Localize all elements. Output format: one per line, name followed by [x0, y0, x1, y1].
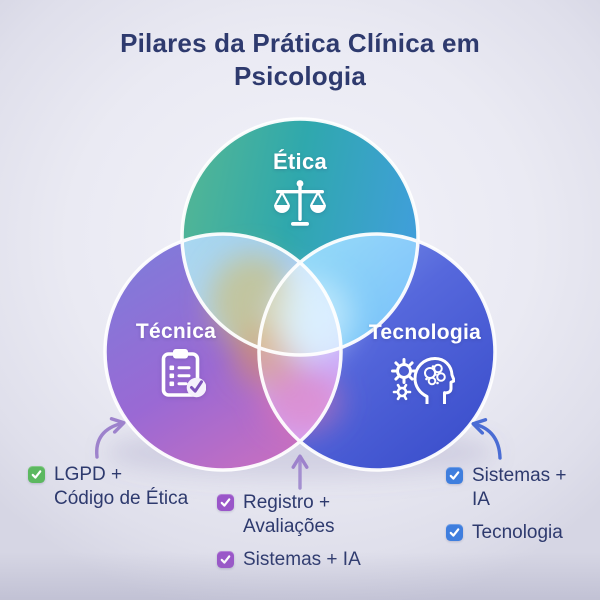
- list-item: Registro +Avaliações: [217, 491, 361, 539]
- annotation-center-overlap: Registro +Avaliações Sistemas + IA: [217, 491, 361, 572]
- list-item: LGPD +Código de Ética: [28, 463, 188, 511]
- bottom-vignette: [0, 552, 600, 600]
- label-technique: Técnica: [135, 320, 217, 343]
- list-item: Sistemas + IA: [217, 548, 361, 572]
- clipboard-check-icon: [160, 347, 207, 404]
- checkmark-icon: [217, 493, 234, 511]
- annotation-text: Sistemas + IA: [243, 548, 361, 572]
- checkmark-icon: [446, 523, 463, 541]
- head-gears-icon: [391, 350, 456, 409]
- arrow-to-technology: [471, 418, 502, 460]
- annotation-technique: LGPD +Código de Ética: [28, 463, 188, 511]
- arrow-to-technique: [95, 417, 126, 459]
- list-item: Sistemas +IA: [446, 464, 567, 512]
- annotation-text: Tecnologia: [472, 522, 563, 543]
- checkmark-icon: [217, 550, 234, 568]
- annotation-text: Sistemas +IA: [472, 465, 567, 510]
- checkmark-icon: [28, 465, 45, 483]
- label-technology: Tecnologia: [368, 321, 482, 344]
- annotation-text: Registro +Avaliações: [243, 492, 335, 537]
- page-title-line2: Psicologia: [233, 61, 367, 91]
- label-ethics: Ética: [272, 149, 328, 174]
- circle-outlines: [103, 117, 497, 472]
- checkmark-icon: [446, 466, 463, 484]
- annotation-technology: Sistemas +IA Tecnologia: [446, 464, 567, 545]
- annotation-text: LGPD +Código de Ética: [54, 464, 189, 509]
- page-title-line1: Pilares da Prática Clínica em: [120, 28, 480, 58]
- page-title: Pilares da Prática Clínica em Psicologia: [0, 27, 600, 93]
- balance-scale-icon: [272, 179, 328, 234]
- list-item: Tecnologia: [446, 521, 567, 545]
